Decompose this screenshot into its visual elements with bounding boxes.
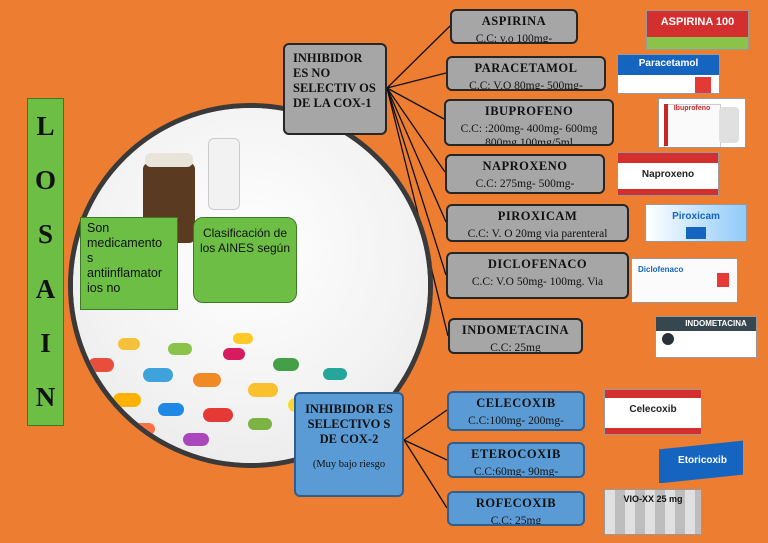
drug-dose: C.C: v.o 100mg- [475,33,553,44]
category-non-selective: INHIBIDOR ES NO SELECTIV OS DE LA COX-1 [283,43,387,135]
drug-name: DICLOFENACO [487,257,588,271]
drug-dose: C.C: V.O 50mg- 100mg. Via [471,276,604,288]
paracetamol-package-image: Paracetamol [617,54,720,94]
aspirina-package-image: ASPIRINA 100 [646,10,749,50]
drug-name: ASPIRINA [481,14,547,28]
drug-dose: C.C:60mg- 90mg- [473,466,559,478]
drug-aspirina: ASPIRINA C.C: v.o 100mg- [450,9,578,44]
classification-box: Clasificación de los AINES según [193,217,297,303]
drug-ibuprofeno: IBUPROFENO C.C: :200mg- 400mg- 600mg 800… [444,99,614,146]
naproxeno-package-image: Naproxeno [617,152,719,196]
connector-aspirina [386,25,451,89]
drug-name: INDOMETACINA [461,323,570,337]
celecoxib-package-image: Celecoxib [604,389,702,435]
drug-eterocoxib: ETEROCOXIB C.C:60mg- 90mg- [447,442,585,478]
drug-dose: C.C: V.O 80mg- 500mg- [469,80,583,91]
connector-ibuprofeno [386,87,445,120]
title-letter: I [40,327,51,358]
drug-celecoxib: CELECOXIB C.C:100mg- 200mg- [447,391,585,431]
drug-diclofenaco: DICLOFENACO C.C: V.O 50mg- 100mg. Via [446,252,629,299]
category-selective-note: (Muy bajo riesgo [312,459,386,470]
drug-dose: C.C:100mg- 200mg- [468,415,564,427]
title-letter: L [36,110,55,141]
ibuprofeno-package-image: Ibuprofeno [658,98,746,148]
drug-name: PIROXICAM [497,209,578,223]
connector-paracetamol [386,72,447,89]
drug-name: PARACETAMOL [474,61,578,75]
drug-dose: C.C: 275mg- 500mg- [475,178,575,190]
category-selective-title: INHIBIDOR ES SELECTIVO S DE COX-2 [305,402,393,446]
diclofenaco-package-image: Diclofenaco [631,258,738,303]
rofecoxib-package-image: VIO-XX 25 mg [604,489,702,535]
drug-rofecoxib: ROFECOXIB C.C: 25mg [447,491,585,526]
piroxicam-package-image: Piroxicam [645,204,747,242]
drug-name: ROFECOXIB [475,496,557,510]
drug-dose: C.C: 25mg [490,515,542,526]
definition-box: Son medicamento s antiinflamator ios no [80,217,178,310]
drug-name: NAPROXENO [482,159,568,173]
drug-naproxeno: NAPROXENO C.C: 275mg- 500mg- [445,154,605,194]
drug-dose: C.C: V. O 20mg via parenteral [467,228,608,240]
category-selective: INHIBIDOR ES SELECTIVO S DE COX-2 (Muy b… [294,392,404,497]
title-vertical: L O S A I N [27,98,64,426]
etoricoxib-package-image: Etoricoxib [655,439,750,483]
drug-name: IBUPROFENO [484,104,574,118]
drug-dose: C.C: :200mg- 400mg- 600mg 800mg 100mg/5m… [460,123,598,146]
drug-piroxicam: PIROXICAM C.C: V. O 20mg via parenteral [446,204,629,242]
drug-dose: C.C: 25mg [490,342,541,354]
drug-indometacina: INDOMETACINA C.C: 25mg [448,318,583,354]
drug-name: CELECOXIB [476,396,556,410]
title-letter: O [34,164,56,195]
drug-name: ETEROCOXIB [471,447,561,461]
title-letter: N [35,382,56,413]
title-letter: A [35,273,56,304]
indometacina-package-image: INDOMETACINA [655,316,757,358]
title-letter: S [37,219,54,250]
drug-paracetamol: PARACETAMOL C.C: V.O 80mg- 500mg- [446,56,606,91]
